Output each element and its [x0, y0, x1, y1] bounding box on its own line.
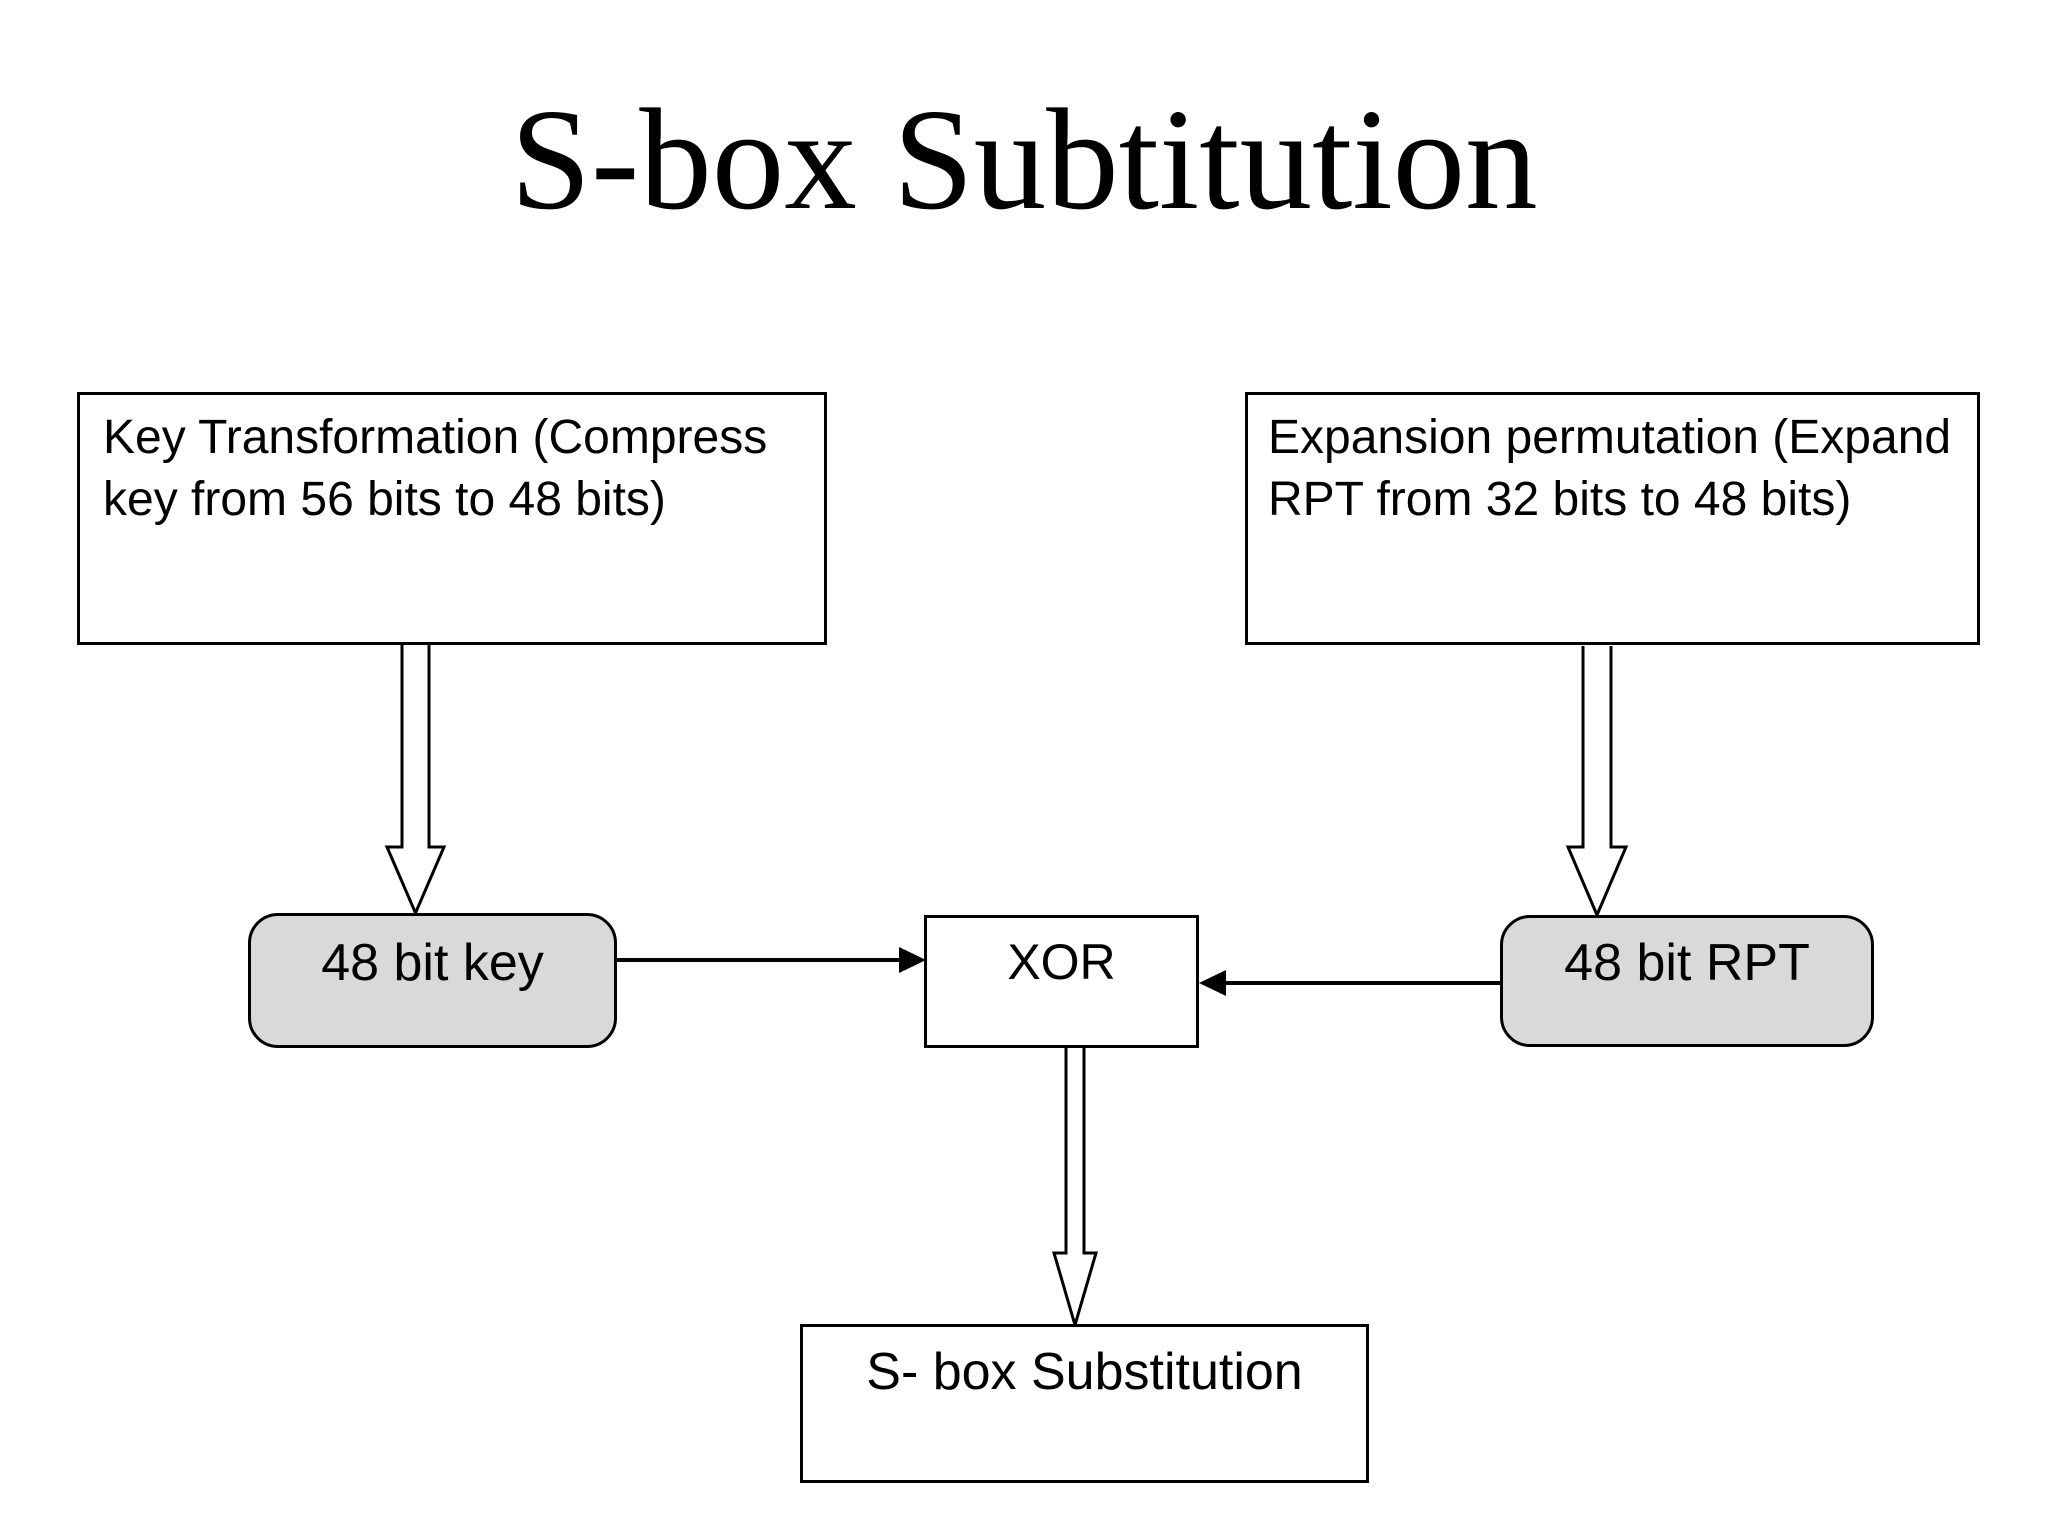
- 48bit-rpt-box: 48 bit RPT: [1500, 915, 1874, 1047]
- 48bit-key-to-xor-arrow: [617, 947, 926, 973]
- key-transformation-to-48bit-key-arrow: [384, 645, 447, 917]
- xor-label: XOR: [1007, 934, 1116, 990]
- 48bit-rpt-label: 48 bit RPT: [1564, 934, 1810, 992]
- expansion-permutation-label: Expansion permutation (Expand RPT from 3…: [1268, 411, 1952, 527]
- key-transformation-label: Key Transformation (Compress key from 56…: [103, 411, 768, 527]
- 48bit-key-label: 48 bit key: [321, 934, 544, 992]
- expansion-permutation-to-48bit-rpt-arrow: [1565, 646, 1629, 919]
- 48bit-rpt-to-xor-arrow: [1199, 970, 1500, 996]
- expansion-permutation-box: Expansion permutation (Expand RPT from 3…: [1245, 392, 1980, 645]
- sbox-substitution-label: S- box Substitution: [866, 1343, 1303, 1401]
- xor-box: XOR: [924, 915, 1199, 1048]
- slide-title: S-box Subtitution: [510, 80, 1538, 240]
- xor-to-sbox-substitution-arrow: [1052, 1047, 1098, 1331]
- sbox-substitution-box: S- box Substitution: [800, 1324, 1369, 1483]
- key-transformation-box: Key Transformation (Compress key from 56…: [77, 392, 827, 645]
- 48bit-key-box: 48 bit key: [248, 913, 617, 1048]
